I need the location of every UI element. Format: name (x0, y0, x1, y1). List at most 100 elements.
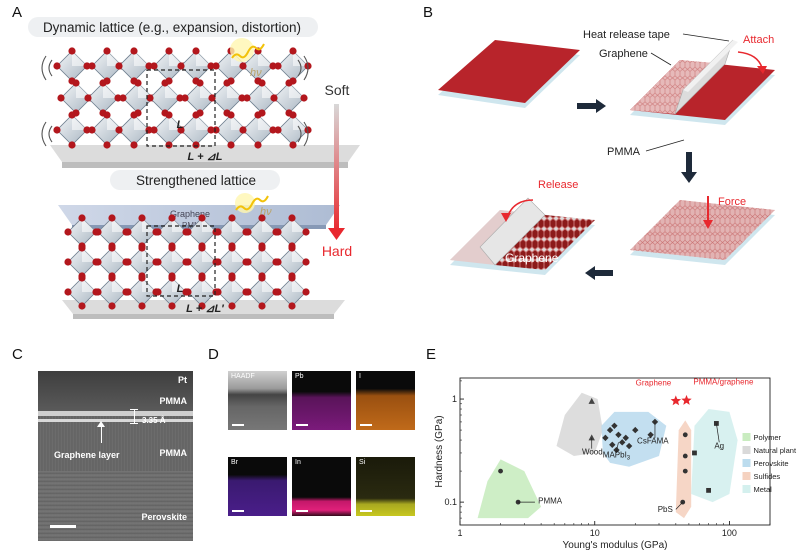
halide-atom (239, 62, 247, 70)
plot-frame (459, 377, 771, 526)
halide-atom (88, 126, 96, 134)
halide-atom (198, 274, 206, 282)
unit-cell-box-bottom (146, 225, 216, 297)
halide-atom (184, 288, 192, 296)
octahedron (214, 274, 250, 310)
halide-atom (94, 258, 102, 266)
halide-atom (274, 126, 282, 134)
halide-atom (214, 228, 222, 236)
halide-atom (154, 228, 162, 236)
halide-atom (192, 47, 200, 55)
halide-atom (212, 62, 220, 70)
point-metal (692, 450, 697, 456)
halide-atom (302, 228, 310, 236)
point-perovskite (609, 441, 616, 448)
step4-release (450, 197, 595, 275)
point-pmma-graphene (681, 394, 692, 405)
halide-atom (227, 111, 235, 119)
octahedron (274, 274, 310, 310)
point-polymer (498, 468, 503, 474)
L-label-top: L (177, 119, 184, 131)
point-metal (713, 421, 719, 426)
halide-atom (258, 244, 266, 252)
halide-atom (130, 141, 138, 149)
octahedron (64, 244, 100, 280)
eds-tile-i: I (356, 371, 415, 430)
halide-atom (124, 258, 132, 266)
halide-atom (138, 302, 146, 310)
halide-atom (108, 274, 116, 282)
halide-atom (285, 79, 293, 87)
annotation-pmma-graphene: PMMA/graphene (693, 378, 754, 387)
halide-atom (214, 288, 222, 296)
halide-atom (165, 111, 173, 119)
annotation-: MAPbI3 (603, 451, 631, 462)
halide-atom (130, 47, 138, 55)
halide-atom (270, 94, 278, 102)
halide-atom (198, 244, 206, 252)
point-sulfides (682, 453, 688, 459)
halide-atom (258, 302, 266, 310)
strengthened-lattice-title: Strengthened lattice (136, 173, 256, 188)
octahedron (244, 244, 280, 280)
region-sulfides (675, 420, 692, 519)
halide-atom (207, 126, 215, 134)
tem-scale-bar (50, 525, 76, 528)
point-perovskite (602, 434, 609, 442)
halide-atom (88, 62, 96, 70)
release-label: Release (538, 179, 578, 191)
halide-atom (196, 79, 204, 87)
halide-atom (228, 214, 236, 222)
annotation-pbs: PbS (658, 505, 673, 514)
halide-atom (300, 94, 308, 102)
halide-atom (207, 62, 215, 70)
halide-atom (243, 94, 251, 102)
legend-swatch (742, 485, 751, 493)
halide-atom (258, 274, 266, 282)
graphene-label-b: Graphene (599, 48, 648, 60)
arrow-step1-2 (577, 99, 606, 113)
arrow-step2-3 (681, 152, 697, 183)
octahedron (124, 244, 160, 280)
annotation-leader (716, 423, 720, 443)
halide-atom (168, 274, 176, 282)
legend-label: Sulfides (754, 472, 781, 481)
halide-atom (192, 111, 200, 119)
panel-e-letter: E (426, 346, 437, 363)
halide-atom (168, 244, 176, 252)
soft-label: Soft (325, 82, 350, 98)
octahedron (150, 111, 188, 149)
eds-tile-si: Si (356, 457, 415, 516)
legend-label: Perovskite (754, 459, 789, 468)
octahedron (146, 79, 184, 117)
tem-graphene-layer-label: Graphene layer (54, 450, 120, 460)
halide-atom (198, 214, 206, 222)
halide-atom (165, 141, 173, 149)
halide-atom (228, 274, 236, 282)
hard-label: Hard (322, 243, 352, 259)
halide-atom (184, 228, 192, 236)
legend-swatch (742, 459, 751, 467)
legend-label: Polymer (754, 433, 782, 442)
point-natural-plant (588, 397, 595, 404)
octahedron (270, 79, 308, 117)
halide-atom (227, 141, 235, 149)
legend-swatch (742, 446, 751, 454)
legend-swatch (742, 433, 751, 441)
x-tick-label: 10 (590, 528, 600, 538)
halide-atom (145, 62, 153, 70)
x-tick-label: 100 (722, 528, 737, 538)
y-tick-label: 0.1 (444, 497, 457, 507)
octahedron (184, 274, 220, 310)
halide-atom (134, 79, 142, 87)
halide-atom (57, 94, 65, 102)
halide-atom (108, 302, 116, 310)
legend-label: Natural plant (754, 446, 797, 455)
halide-atom (288, 302, 296, 310)
halide-atom (289, 111, 297, 119)
halide-atom (214, 258, 222, 266)
vibration-marks (41, 55, 309, 147)
halide-atom (254, 111, 262, 119)
halide-atom (228, 302, 236, 310)
annotation-wood: Wood (582, 447, 603, 456)
